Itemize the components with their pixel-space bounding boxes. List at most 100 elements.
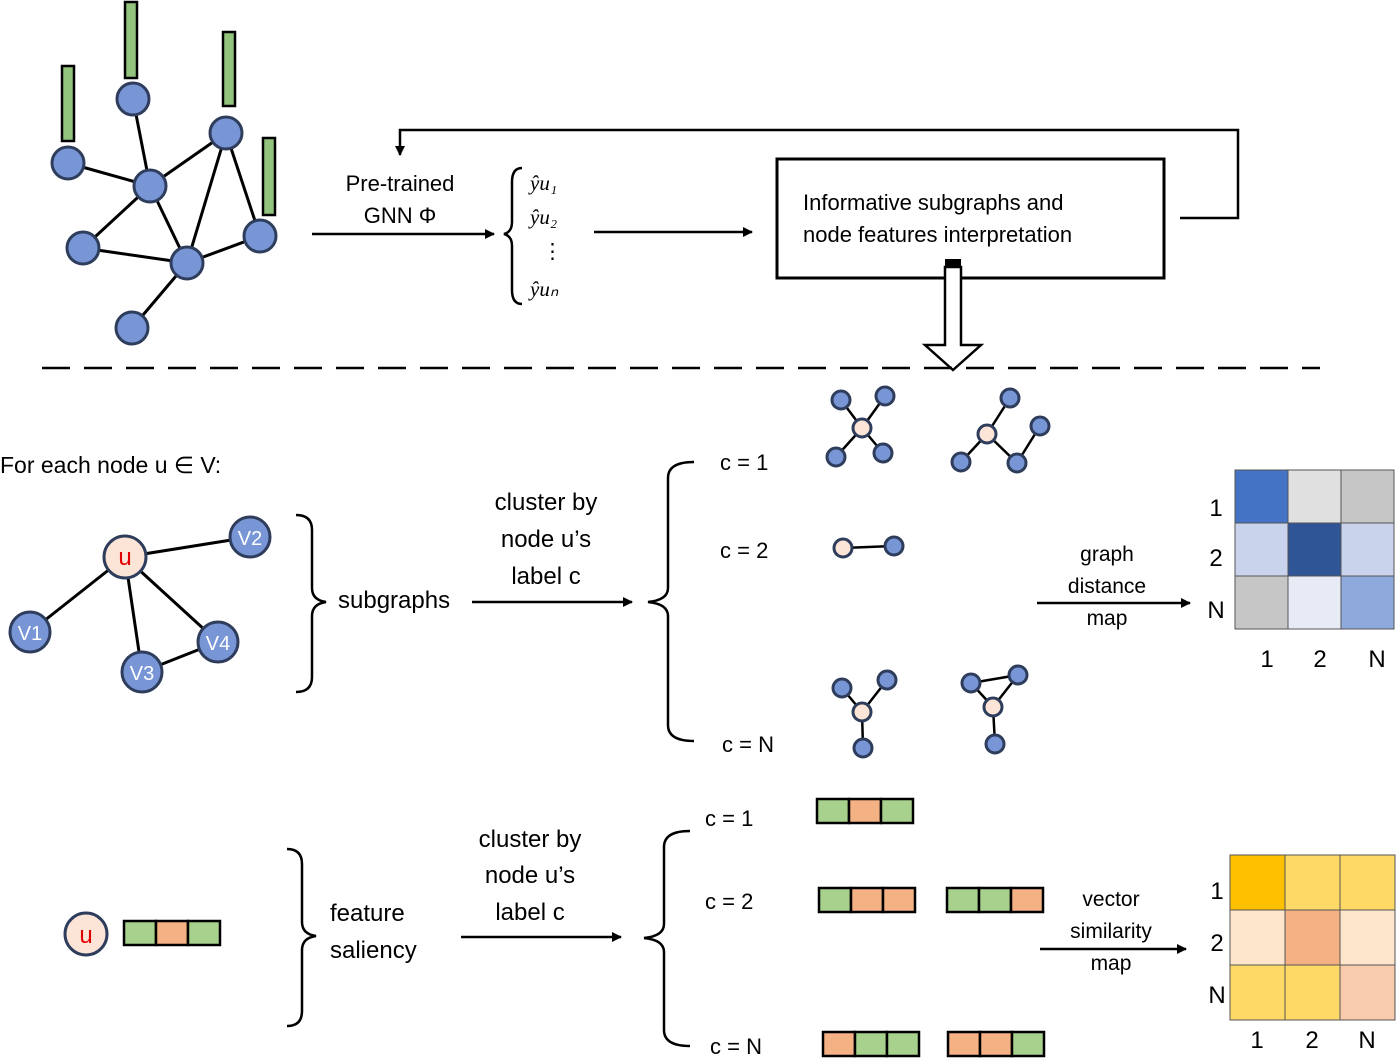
subgraph-center: [851, 417, 873, 439]
subgraph-example: [825, 385, 896, 468]
subgraph-example: [831, 669, 898, 759]
vector-row-label-2: 2: [1210, 930, 1223, 957]
vector-matrix-cell: [1339, 964, 1396, 1021]
subgraph-cluster-line1: cluster by: [495, 489, 598, 516]
subgraph-cluster-line2: node u’s: [501, 526, 591, 553]
subgraph-class-brace: [647, 460, 695, 743]
graph-matrix-cell: [1340, 522, 1395, 577]
feature-bracket: [286, 847, 317, 1028]
feature-cell: [1009, 886, 1045, 914]
graph-matrix-cell: [1287, 522, 1342, 577]
graph-matrix-cell: [1287, 469, 1342, 524]
down-arrow-cap: [945, 259, 961, 267]
graph-map-line2: distance: [1068, 575, 1146, 598]
subgraph-node: [830, 389, 852, 411]
subgraph-class-2: c = 2: [720, 538, 768, 563]
vector-matrix-cell: [1229, 854, 1286, 911]
subgraphs-label: subgraphs: [338, 587, 450, 614]
feature-center-node-label: u: [79, 922, 92, 949]
feature-cluster-line3: label c: [495, 899, 564, 926]
feature-cell: [849, 886, 885, 914]
graph-matrix-cell: [1234, 522, 1289, 577]
feature-cell: [885, 1030, 921, 1058]
feature-cell: [945, 886, 981, 914]
feature-class-n: c = N: [710, 1034, 762, 1059]
vector-matrix-cell: [1339, 909, 1396, 966]
graph-node: [169, 245, 205, 281]
feature-bar: [60, 64, 76, 143]
graph-matrix-cell: [1340, 575, 1395, 630]
subgraph-cluster-line3: label c: [511, 563, 580, 590]
feature-bar: [261, 136, 277, 217]
neighbor-node: [228, 515, 272, 559]
vector-map-line2: similarity: [1070, 920, 1152, 943]
vector-col-label-n: N: [1358, 1027, 1375, 1054]
graph-node: [65, 230, 101, 266]
feature-vector: [945, 886, 1045, 914]
feature-class-2: c = 2: [705, 889, 753, 914]
subgraph-node: [1007, 664, 1029, 686]
model-label-line1: Pre-trained: [346, 171, 455, 196]
feature-cell: [815, 797, 851, 825]
graph-col-label-n: N: [1368, 646, 1385, 673]
graph-node: [115, 81, 151, 117]
vector-matrix-cell: [1339, 854, 1396, 911]
feature-label-line2: saliency: [330, 937, 417, 964]
neighbor-label-v4: V4: [206, 633, 230, 655]
vector-map-line1: vector: [1082, 888, 1139, 911]
subgraph-node: [825, 446, 847, 468]
interpretation-line1: Informative subgraphs and: [803, 190, 1064, 215]
graph-col-label-1: 1: [1260, 646, 1273, 673]
graph-row-label-n: N: [1207, 597, 1224, 624]
subgraph-bracket: [295, 513, 327, 694]
feature-cell: [881, 886, 917, 914]
feature-vector: [821, 1030, 921, 1058]
feature-vector: [946, 1030, 1046, 1058]
graph-node: [242, 218, 278, 254]
feature-class-brace: [643, 829, 691, 1048]
graph-matrix-cell: [1287, 575, 1342, 630]
feature-vector: [815, 797, 915, 825]
feature-label-line1: feature: [330, 900, 405, 927]
feature-cell: [847, 797, 883, 825]
feature-cell: [186, 919, 222, 947]
subgraph-node: [883, 535, 905, 557]
subgraph-example: [832, 535, 905, 559]
feature-cluster-line1: cluster by: [479, 826, 582, 853]
vector-matrix-cell: [1284, 964, 1341, 1021]
subgraph-example: [960, 664, 1029, 755]
prediction-1: ŷu₁: [528, 171, 557, 195]
vector-similarity-matrix: [1229, 854, 1396, 1021]
neighbor-node: [196, 620, 240, 664]
neighbor-label-v3: V3: [130, 663, 154, 685]
graph-matrix-cell: [1234, 469, 1289, 524]
for-each-label: For each node u ∈ V:: [0, 452, 221, 478]
feature-cell: [122, 919, 158, 947]
vector-col-label-2: 2: [1305, 1027, 1318, 1054]
subgraph-node: [872, 442, 894, 464]
vector-matrix-cell: [1284, 854, 1341, 911]
feedback-arrow: [395, 128, 1240, 220]
vector-matrix-cell: [1229, 964, 1286, 1021]
subgraph-node: [852, 737, 874, 759]
prediction-ellipsis: ⋮: [542, 240, 563, 263]
feature-cell: [977, 886, 1013, 914]
feature-cell: [853, 1030, 889, 1058]
neighbor-label-v2: V2: [238, 528, 262, 550]
feature-cell: [1010, 1030, 1046, 1058]
feature-bar: [123, 0, 139, 80]
prediction-brace: [503, 166, 523, 306]
feature-cell: [154, 919, 190, 947]
graph-node: [114, 310, 150, 346]
feature-center-node-u: [63, 911, 109, 957]
graph-map-line1: graph: [1080, 543, 1134, 566]
subgraph-center: [832, 537, 854, 559]
input-graph: [50, 0, 278, 346]
feature-cell: [821, 1030, 857, 1058]
neighbor-label-v1: V1: [18, 623, 42, 645]
feature-cell: [978, 1030, 1014, 1058]
local-graph: u V1 V2 V3 V4: [8, 515, 272, 694]
subgraph-center: [851, 701, 873, 723]
vector-row-label-n: N: [1208, 982, 1225, 1009]
graph-matrix-cell: [1234, 575, 1289, 630]
